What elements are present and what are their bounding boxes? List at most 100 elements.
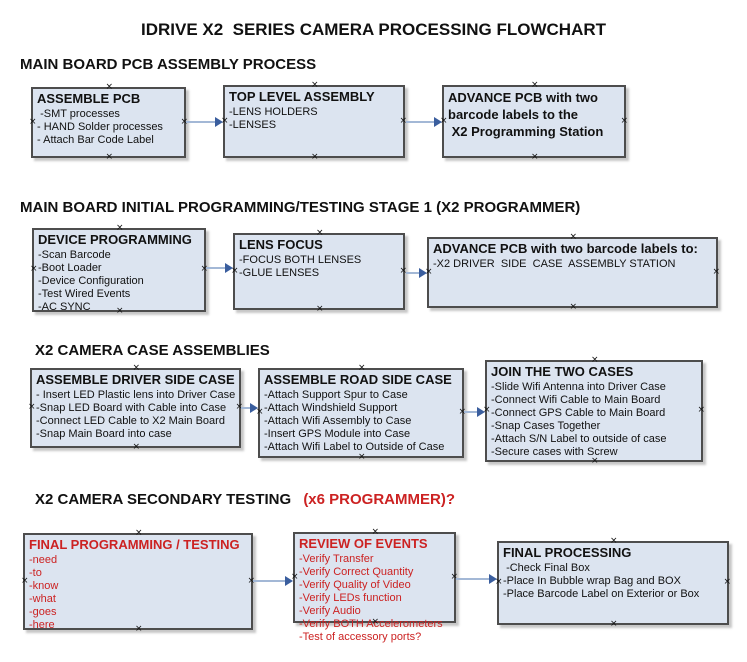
box-item: -Verify Audio (299, 605, 361, 617)
box-title: DEVICE PROGRAMMING (38, 232, 192, 247)
box-item: -Attach Windshield Support (264, 402, 398, 414)
flow-box-assemble-driver-side-case: ASSEMBLE DRIVER SIDE CASE - Insert LED P… (28, 364, 243, 452)
box-item: -Place In Bubble wrap Bag and BOX (503, 575, 681, 587)
box-item: -Place Barcode Label on Exterior or Box (503, 588, 700, 600)
arrow-head-icon (285, 576, 293, 586)
box-item: -what (29, 593, 56, 605)
arrow-line (406, 121, 436, 123)
box-item: -Verify Correct Quantity (299, 566, 414, 578)
box-items: -FOCUS BOTH LENSES-GLUE LENSES (239, 254, 401, 280)
box-items: -Attach Support Spur to Case-Attach Wind… (264, 389, 460, 454)
box-items: -Slide Wifi Antenna into Driver Case-Con… (491, 381, 699, 459)
page-title: IDRIVE X2 SERIES CAMERA PROCESSING FLOWC… (140, 20, 607, 39)
box-item: -Check Final Box (503, 562, 590, 574)
box-title: TOP LEVEL ASSEMBLY (229, 89, 375, 104)
box-item: -Scan Barcode (38, 249, 111, 261)
arrow-head-icon (419, 268, 427, 278)
connector-anchor-icon: × (569, 302, 578, 312)
connector-anchor-icon: × (132, 442, 141, 452)
box-item: -Attach Wifi Label to Outside of Case (264, 441, 445, 453)
flow-arrow (241, 403, 258, 413)
arrow-head-icon (489, 574, 497, 584)
flow-arrow (406, 268, 427, 278)
box-title: ADVANCE PCB with two barcode labels to: (433, 241, 698, 256)
connector-anchor-icon: × (105, 152, 114, 162)
section-heading-secondary-testing: X2 CAMERA SECONDARY TESTING (x6 PROGRAMM… (35, 491, 455, 508)
box-item: - Insert LED Plastic lens into Driver Ca… (36, 389, 236, 401)
box-item: -Snap Main Board into case (36, 428, 172, 440)
box-item: -Verify Quality of Video (299, 579, 411, 591)
connector-anchor-icon: × (30, 264, 38, 274)
flow-arrow (186, 117, 223, 127)
arrow-head-icon (215, 117, 223, 127)
box-item: -Connect GPS Cable to Main Board (491, 407, 666, 419)
box-item: -Test Wired Events (38, 288, 131, 300)
connector-anchor-icon: × (358, 452, 366, 462)
arrow-line (253, 580, 287, 582)
box-item: -know (29, 580, 59, 592)
arrow-head-icon (250, 403, 258, 413)
box-title: FINAL PROCESSING (503, 545, 632, 560)
box-title: ASSEMBLE PCB (37, 91, 141, 106)
arrow-line (464, 411, 479, 413)
box-items: -X2 DRIVER SIDE CASE ASSEMBLY STATION (433, 258, 714, 271)
box-item: -Secure cases with Screw (491, 446, 618, 458)
box-item: -Insert GPS Module into Case (264, 428, 411, 440)
flow-box-device-programming: DEVICE PROGRAMMING -Scan Barcode-Boot Lo… (30, 224, 208, 316)
flow-box-assemble-pcb: ASSEMBLE PCB -SMT processes- HAND Solder… (29, 83, 188, 162)
box-item: X2 Programming Station (448, 124, 604, 139)
box-item: -Snap Cases Together (491, 420, 601, 432)
box-item: barcode labels to the (448, 107, 579, 122)
box-items: -LENS HOLDERS-LENSES (229, 106, 401, 132)
arrow-line (456, 578, 491, 580)
box-item: -here (29, 619, 55, 631)
box-title: ASSEMBLE DRIVER SIDE CASE (36, 372, 235, 387)
box-item: -Connect LED Cable to X2 Main Board (36, 415, 225, 427)
section-heading-initial-programming: MAIN BOARD INITIAL PROGRAMMING/TESTING S… (20, 199, 581, 216)
box-title: REVIEW OF EVENTS (299, 536, 428, 551)
box-item: -Verify BOTH Accelerometers (299, 618, 443, 630)
box-item: -goes (29, 606, 57, 618)
connector-anchor-icon: × (531, 152, 539, 162)
arrow-head-icon (434, 117, 442, 127)
connector-anchor-icon: × (29, 116, 37, 127)
box-item: -Connect Wifi Cable to Main Board (491, 394, 661, 406)
box-title: ASSEMBLE ROAD SIDE CASE (264, 372, 452, 387)
section-heading-case-assemblies: X2 CAMERA CASE ASSEMBLIES (35, 342, 270, 359)
box-item: -FOCUS BOTH LENSES (239, 254, 362, 266)
box-item: -Boot Loader (38, 262, 102, 274)
flow-arrow (253, 576, 293, 586)
arrow-head-icon (225, 263, 233, 273)
flow-box-assemble-road-side-case: ASSEMBLE ROAD SIDE CASE -Attach Support … (256, 364, 466, 462)
connector-anchor-icon: × (21, 575, 29, 586)
flow-box-join-the-two-cases: JOIN THE TWO CASES -Slide Wifi Antenna i… (483, 356, 705, 466)
box-item: -AC SYNC (38, 301, 91, 313)
arrow-head-icon (477, 407, 485, 417)
box-item: - Attach Bar Code Label (37, 134, 154, 146)
box-item: -LENSES (229, 119, 277, 131)
section-heading-main-board-pcb: MAIN BOARD PCB ASSEMBLY PROCESS (20, 56, 317, 73)
flow-box-final-processing: FINAL PROCESSING -Check Final Box-Place … (495, 537, 731, 629)
arrow-line (186, 121, 217, 123)
box-title-lines: ADVANCE PCB with two barcode labels to th… (448, 89, 622, 140)
box-title: JOIN THE TWO CASES (491, 364, 634, 379)
box-item: ADVANCE PCB with two (448, 90, 598, 105)
box-item: - HAND Solder processes (37, 121, 163, 133)
box-item: -Attach S/N Label to outside of case (491, 433, 667, 445)
box-item: -X2 DRIVER SIDE CASE ASSEMBLY STATION (433, 258, 676, 270)
box-item: -to (29, 567, 42, 579)
flow-box-final-programming-testing: FINAL PROGRAMMING / TESTING -need-to-kno… (21, 529, 255, 634)
flow-box-advance-pcb-programming-station: ADVANCE PCB with two barcode labels to th… (440, 81, 628, 162)
box-items: -SMT processes- HAND Solder processes- A… (37, 108, 182, 147)
box-item: -Slide Wifi Antenna into Driver Case (491, 381, 666, 393)
connector-anchor-icon: × (610, 619, 618, 629)
box-item: -Attach Support Spur to Case (264, 389, 408, 401)
box-items: -Verify Transfer-Verify Correct Quantity… (299, 553, 452, 644)
box-item: -Snap LED Board with Cable into Case (36, 402, 227, 414)
box-item: -GLUE LENSES (239, 267, 320, 279)
flow-box-top-level-assembly: TOP LEVEL ASSEMBLY -LENS HOLDERS-LENSES … (221, 81, 407, 162)
box-item: -Attach Wifi Assembly to Case (264, 415, 412, 427)
box-title: LENS FOCUS (239, 237, 323, 252)
section-heading-black-part: X2 CAMERA SECONDARY TESTING (35, 491, 296, 508)
arrow-line (206, 267, 227, 269)
